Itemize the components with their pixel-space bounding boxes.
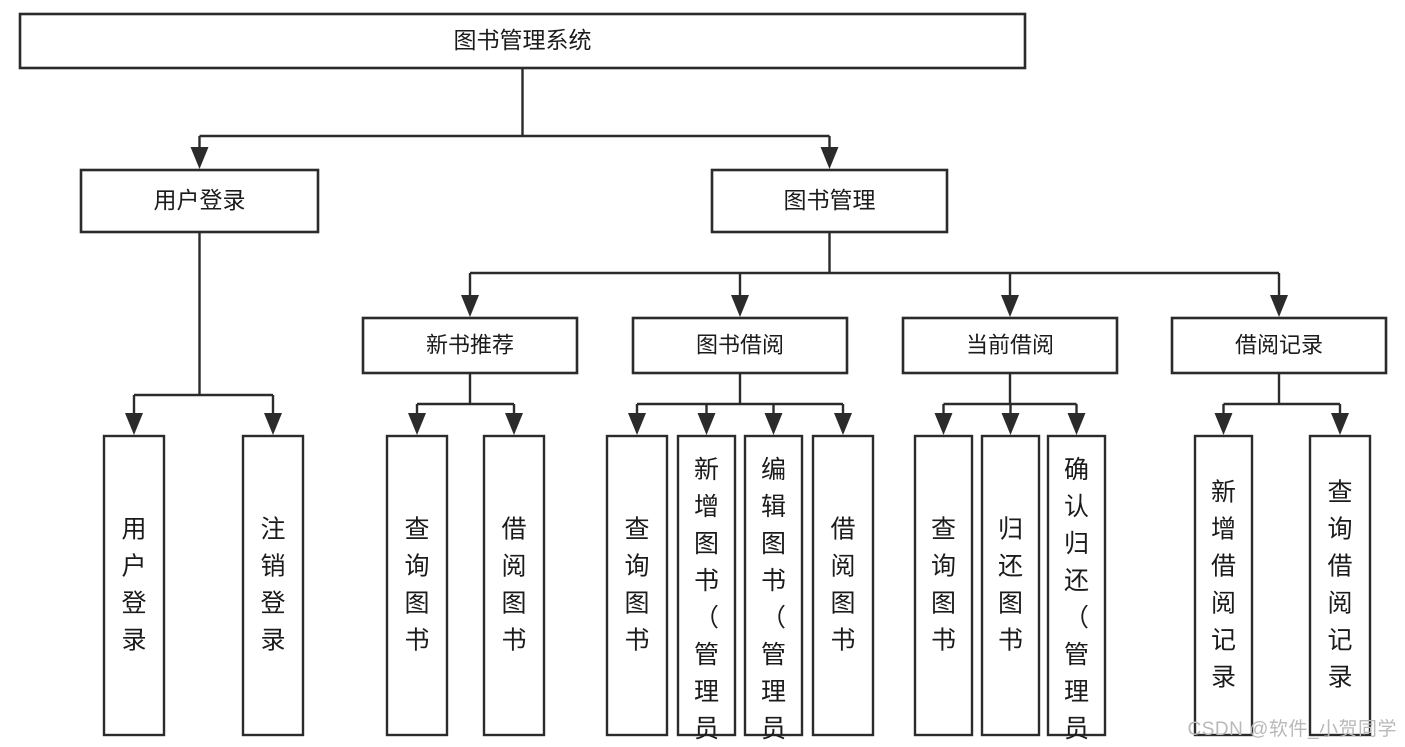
root-node-book-management-system[interactable]: 图书管理系统 — [18, 12, 1027, 70]
leaf-node-11-rect — [1046, 434, 1107, 737]
level3-node-2[interactable]: 图书借阅 — [631, 316, 849, 375]
leaf-node-3-rect — [385, 434, 449, 737]
leaf-node-7-rect — [743, 434, 804, 737]
root-node-book-management-system-label: 图书管理系统 — [454, 27, 592, 53]
level3-node-3[interactable]: 当前借阅 — [901, 316, 1119, 375]
leaf-node-10-rect — [980, 434, 1041, 737]
leaf-node-1[interactable]: 用户登录 — [102, 434, 166, 737]
level3-node-3-label: 当前借阅 — [966, 332, 1054, 357]
level3-node-4[interactable]: 借阅记录 — [1170, 316, 1388, 375]
leaf-node-2[interactable]: 注销登录 — [241, 434, 305, 737]
level3-node-1-rect — [361, 316, 579, 375]
level3-node-2-rect — [631, 316, 849, 375]
leaf-node-10[interactable]: 归还图书 — [980, 434, 1041, 737]
level3-node-1-label: 新书推荐 — [426, 332, 514, 357]
level2-node-1-label: 用户登录 — [154, 187, 246, 213]
level2-node-2[interactable]: 图书管理 — [710, 168, 949, 234]
leaf-node-8[interactable]: 借阅图书 — [811, 434, 875, 737]
leaf-node-12-label: 新增借阅记录 — [1211, 479, 1236, 692]
leaf-node-8-rect — [811, 434, 875, 737]
leaf-node-13-rect — [1308, 434, 1372, 737]
leaf-node-6-label: 新增图书（管理员） — [694, 456, 719, 747]
level2-node-1[interactable]: 用户登录 — [79, 168, 320, 234]
leaf-node-11[interactable]: 确认归还（管理员） — [1046, 434, 1107, 747]
edges-layer — [125, 68, 1349, 435]
leaf-node-13-label: 查询借阅记录 — [1327, 479, 1352, 692]
level3-node-4-label: 借阅记录 — [1235, 332, 1323, 357]
leaf-node-2-label: 注销登录 — [260, 516, 285, 655]
leaf-node-13[interactable]: 查询借阅记录 — [1308, 434, 1372, 737]
leaf-node-1-label: 用户登录 — [121, 516, 146, 655]
leaf-node-1-rect — [102, 434, 166, 737]
leaf-node-9-label: 查询图书 — [931, 516, 956, 655]
leaf-node-8-label: 借阅图书 — [830, 516, 855, 655]
leaf-node-7[interactable]: 编辑图书（管理员） — [743, 434, 804, 747]
leaf-node-3-label: 查询图书 — [404, 516, 429, 655]
leaf-node-6[interactable]: 新增图书（管理员） — [676, 434, 737, 747]
leaf-node-10-label: 归还图书 — [998, 516, 1023, 655]
leaf-node-5-rect — [605, 434, 669, 737]
level3-node-4-rect — [1170, 316, 1388, 375]
level2-node-1-rect — [79, 168, 320, 234]
level3-node-2-label: 图书借阅 — [696, 332, 784, 357]
leaf-node-4-label: 借阅图书 — [501, 516, 526, 655]
level2-node-2-rect — [710, 168, 949, 234]
leaf-node-6-rect — [676, 434, 737, 737]
leaf-node-11-label: 确认归还（管理员） — [1064, 456, 1089, 747]
level3-node-3-rect — [901, 316, 1119, 375]
leaf-node-7-label: 编辑图书（管理员） — [761, 456, 786, 747]
leaf-node-4[interactable]: 借阅图书 — [482, 434, 546, 737]
leaf-node-4-rect — [482, 434, 546, 737]
leaf-node-12-rect — [1193, 434, 1254, 737]
leaf-node-5[interactable]: 查询图书 — [605, 434, 669, 737]
leaf-node-9-rect — [913, 434, 974, 737]
leaf-node-12[interactable]: 新增借阅记录 — [1193, 434, 1254, 737]
leaf-node-3[interactable]: 查询图书 — [385, 434, 449, 737]
root-node-book-management-system-rect — [18, 12, 1027, 70]
leaf-node-5-label: 查询图书 — [624, 516, 649, 655]
level2-node-2-label: 图书管理 — [784, 187, 876, 213]
nodes-layer: 图书管理系统用户登录图书管理新书推荐图书借阅当前借阅借阅记录用户登录注销登录查询… — [18, 12, 1388, 747]
level3-node-1[interactable]: 新书推荐 — [361, 316, 579, 375]
leaf-node-9[interactable]: 查询图书 — [913, 434, 974, 737]
leaf-node-2-rect — [241, 434, 305, 737]
